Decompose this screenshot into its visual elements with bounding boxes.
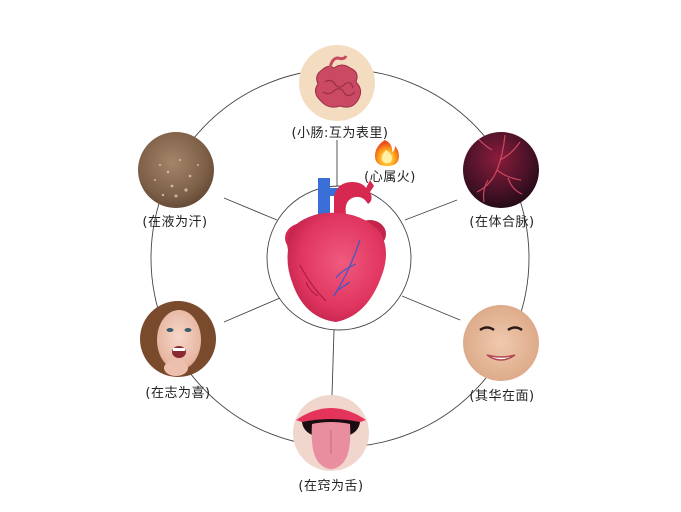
- joy-label: (在志为喜): [145, 386, 211, 401]
- small-intestine-node: [299, 45, 375, 121]
- spokes: [223, 140, 461, 396]
- small-intestine-label: (小肠:互为表里): [291, 126, 389, 141]
- tongue-label: (在窍为舌): [298, 479, 364, 494]
- sweat-label: (在液为汗): [142, 215, 208, 230]
- joyful-face-node: [140, 301, 216, 377]
- blood-vessels-node: [463, 132, 539, 208]
- face-label: (其华在面): [469, 389, 535, 404]
- fire-icon: [375, 140, 399, 166]
- heart-illustration: [285, 178, 386, 322]
- sweat-skin-node: [138, 132, 214, 208]
- inner-ring: [266, 185, 412, 331]
- tongue-node: [293, 395, 369, 471]
- fire-element-label: (心属火): [364, 170, 416, 185]
- smiling-face-node: [463, 305, 539, 381]
- vessels-label: (在体合脉): [469, 215, 535, 230]
